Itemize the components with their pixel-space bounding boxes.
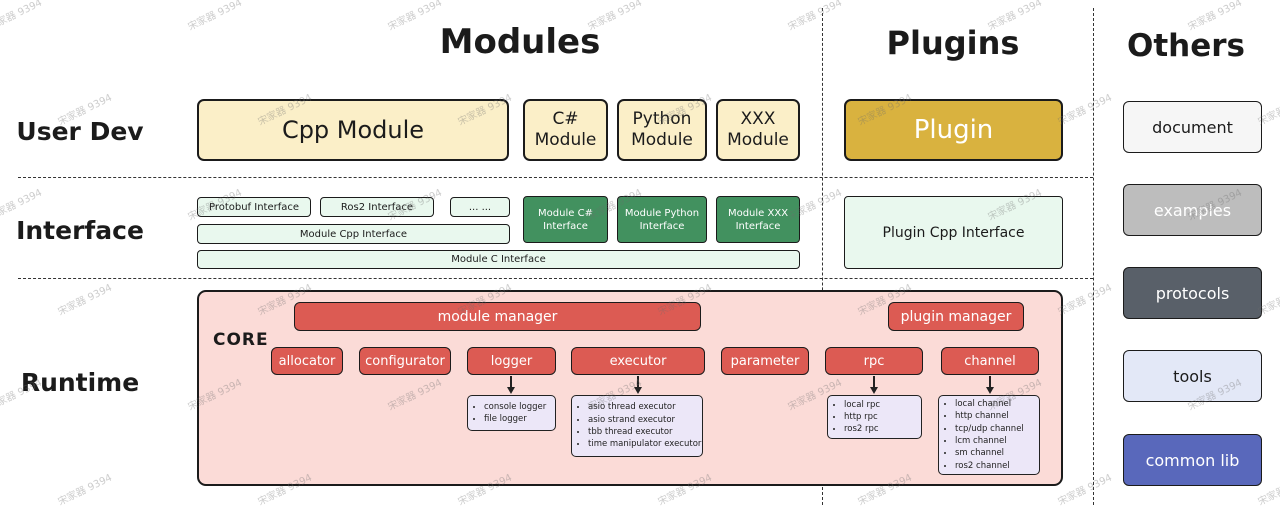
watermark-text: 宋家器 9394 bbox=[1056, 282, 1114, 319]
list-item: tbb thread executor bbox=[588, 426, 701, 438]
list-item: console logger bbox=[484, 401, 546, 413]
plugins-others-divider bbox=[1093, 8, 1094, 505]
list-item: local rpc bbox=[844, 399, 880, 411]
module-python-interface-box: Module Python Interface bbox=[617, 196, 707, 243]
module-manager-box: module manager bbox=[294, 302, 701, 331]
list-item: ros2 channel bbox=[955, 460, 1024, 472]
watermark-text: 宋家器 9394 bbox=[1056, 92, 1114, 129]
modules-plugins-divider bbox=[822, 8, 823, 505]
down-arrow-rpc bbox=[869, 376, 879, 394]
others-item-common-lib: common lib bbox=[1123, 434, 1262, 486]
row-label-user-dev: User Dev bbox=[16, 117, 144, 146]
plugin-cpp-interface-box: Plugin Cpp Interface bbox=[844, 196, 1063, 269]
component-executor: executor bbox=[571, 347, 705, 375]
others-header: Others bbox=[1126, 28, 1245, 64]
plugin-manager-box: plugin manager bbox=[888, 302, 1024, 331]
watermark-text: 宋家器 9394 bbox=[0, 0, 44, 34]
executor-impl-list: asio thread executor asio strand executo… bbox=[571, 395, 703, 457]
list-item: sm channel bbox=[955, 447, 1024, 459]
list-item: asio thread executor bbox=[588, 401, 701, 413]
module-csharp-interface-box: Module C# Interface bbox=[523, 196, 608, 243]
component-configurator: configurator bbox=[359, 347, 451, 375]
cpp-module-box: Cpp Module bbox=[197, 99, 509, 161]
module-xxx-interface-box: Module XXX Interface bbox=[716, 196, 800, 243]
list-item: asio strand executor bbox=[588, 414, 701, 426]
rpc-impl-items: local rpc http rpc ros2 rpc bbox=[830, 399, 880, 436]
component-allocator: allocator bbox=[271, 347, 343, 375]
component-channel: channel bbox=[941, 347, 1039, 375]
protobuf-interface-box: Protobuf Interface bbox=[197, 197, 311, 217]
xxx-module-box: XXX Module bbox=[716, 99, 800, 161]
module-c-interface-box: Module C Interface bbox=[197, 250, 800, 269]
component-rpc: rpc bbox=[825, 347, 923, 375]
component-logger: logger bbox=[467, 347, 556, 375]
down-arrow-logger bbox=[506, 376, 516, 394]
logger-impl-items: console logger file logger bbox=[470, 401, 546, 426]
modules-header: Modules bbox=[439, 22, 601, 62]
list-item: tcp/udp channel bbox=[955, 423, 1024, 435]
others-item-tools: tools bbox=[1123, 350, 1262, 402]
list-item: file logger bbox=[484, 413, 546, 425]
csharp-module-box: C# Module bbox=[523, 99, 608, 161]
ros2-interface-box: Ros2 Interface bbox=[320, 197, 434, 217]
component-parameter: parameter bbox=[721, 347, 809, 375]
list-item: http channel bbox=[955, 410, 1024, 422]
others-item-label: common lib bbox=[1145, 450, 1240, 470]
module-cpp-interface-box: Module Cpp Interface bbox=[197, 224, 510, 244]
others-item-protocols: protocols bbox=[1123, 267, 1262, 319]
list-item: ros2 rpc bbox=[844, 423, 880, 435]
others-item-document: document bbox=[1123, 101, 1262, 153]
ellipsis-interface-box: ... ... bbox=[450, 197, 510, 217]
watermark-text: 宋家器 9394 bbox=[786, 0, 844, 34]
plugins-header: Plugins bbox=[886, 24, 1020, 62]
python-module-box: Python Module bbox=[617, 99, 707, 161]
executor-impl-items: asio thread executor asio strand executo… bbox=[574, 401, 701, 450]
rpc-impl-list: local rpc http rpc ros2 rpc bbox=[827, 395, 922, 439]
plugin-box: Plugin bbox=[844, 99, 1063, 161]
interface-runtime-divider bbox=[18, 278, 1093, 279]
channel-impl-items: local channel http channel tcp/udp chann… bbox=[941, 398, 1024, 472]
list-item: local channel bbox=[955, 398, 1024, 410]
list-item: time manipulator executor bbox=[588, 438, 701, 450]
others-item-label: examples bbox=[1153, 200, 1232, 220]
row-label-interface: Interface bbox=[16, 216, 144, 245]
logger-impl-list: console logger file logger bbox=[467, 395, 556, 431]
others-item-label: tools bbox=[1173, 366, 1212, 386]
down-arrow-executor bbox=[633, 376, 643, 394]
others-item-label: document bbox=[1152, 117, 1233, 137]
watermark-text: 宋家器 9394 bbox=[56, 282, 114, 319]
core-label: CORE bbox=[213, 330, 269, 350]
userdev-interface-divider bbox=[18, 177, 1093, 178]
row-label-runtime: Runtime bbox=[20, 368, 140, 397]
list-item: http rpc bbox=[844, 411, 880, 423]
others-item-label: protocols bbox=[1155, 283, 1230, 303]
list-item: lcm channel bbox=[955, 435, 1024, 447]
watermark-text: 宋家器 9394 bbox=[1056, 472, 1114, 509]
down-arrow-channel bbox=[985, 376, 995, 394]
others-item-examples: examples bbox=[1123, 184, 1262, 236]
watermark-text: 宋家器 9394 bbox=[56, 472, 114, 509]
channel-impl-list: local channel http channel tcp/udp chann… bbox=[938, 395, 1040, 475]
watermark-text: 宋家器 9394 bbox=[186, 0, 244, 34]
